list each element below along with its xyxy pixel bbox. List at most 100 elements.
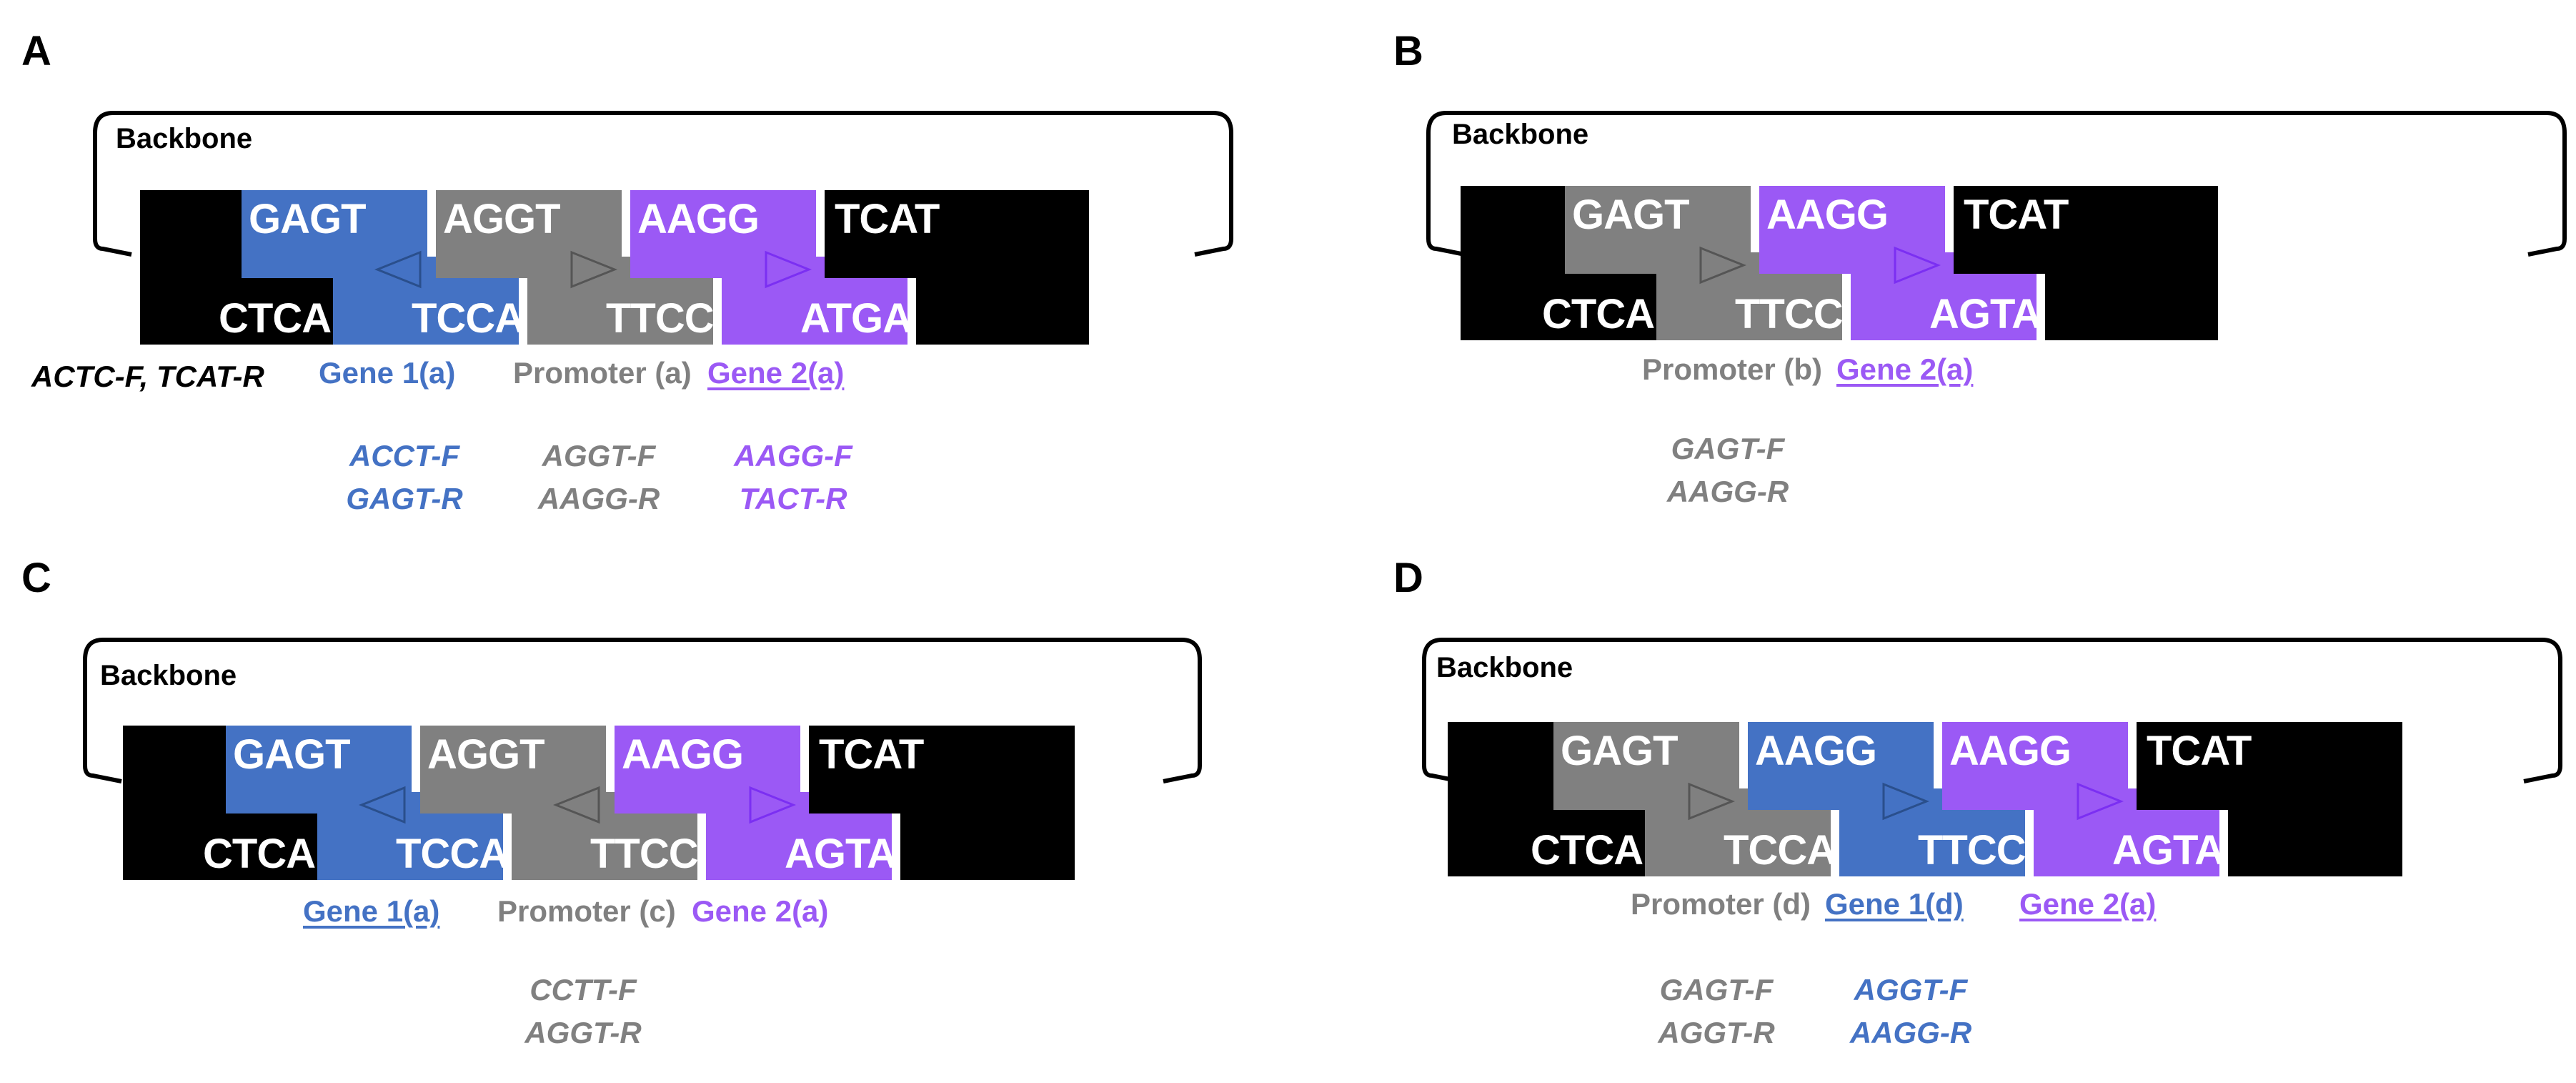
- overhang-bottom: AGTA: [1929, 291, 2042, 337]
- part-shape: [615, 726, 892, 880]
- overhang-bottom: AGTA: [785, 831, 897, 877]
- primer-name: AGGT-R: [1658, 1016, 1775, 1049]
- primer-name: GAGT-F: [1659, 973, 1774, 1007]
- overhang-top: GAGT: [249, 196, 367, 242]
- part-label: Promoter (d): [1631, 887, 1811, 921]
- part-shape: [436, 190, 713, 345]
- part-label: Gene 2(a): [707, 356, 845, 390]
- backbone-label: Backbone: [116, 123, 253, 154]
- overhang-bottom: TTCC: [1918, 827, 2027, 874]
- primer-pair: CCTT-F AGGT-R: [504, 969, 662, 1054]
- overhang-bottom: CTCA: [1542, 291, 1655, 337]
- primer-name: GAGT-R: [346, 482, 463, 515]
- overhang-bottom: TTCC: [590, 831, 699, 877]
- overhang-bottom: CTCA: [203, 831, 316, 877]
- panel-letter: A: [21, 28, 51, 74]
- primer-pair: AGGT-F AAGG-R: [520, 435, 677, 520]
- part-shape: [809, 726, 1075, 880]
- arrow-left-icon: [358, 786, 406, 824]
- arrow-right-icon: [2077, 782, 2124, 821]
- primer-name: AGGT-F: [542, 439, 656, 473]
- arrow-right-icon: [1688, 782, 1736, 821]
- part-label: Gene 1(d): [1825, 887, 1964, 921]
- backbone-outline: [1422, 638, 2562, 783]
- primer-pair: AAGG-F TACT-R: [715, 435, 872, 520]
- backbone-label: Backbone: [1436, 652, 1573, 683]
- backbone-outline: [93, 111, 1233, 257]
- arrow-left-icon: [552, 786, 600, 824]
- panel-letter: C: [21, 555, 51, 601]
- part-label: Gene 2(a): [2019, 887, 2157, 921]
- overhang-top: AAGG: [637, 196, 760, 242]
- overhang-top: AAGG: [1949, 728, 2072, 774]
- overhang-bottom: AGTA: [2112, 827, 2224, 874]
- primer-name: CCTT-F: [529, 973, 637, 1007]
- overhang-top: AGGT: [443, 196, 561, 242]
- part-shape: [2137, 722, 2402, 876]
- backbone-label: Backbone: [100, 660, 237, 691]
- part-label: Promoter (a): [513, 356, 692, 390]
- overhang-top: GAGT: [1561, 728, 1679, 774]
- overhang-top: GAGT: [233, 731, 351, 778]
- overhang-bottom: TTCC: [606, 295, 715, 342]
- arrow-right-icon: [1882, 782, 1930, 821]
- overhang-top: TCAT: [819, 731, 924, 778]
- overhang-bottom: CTCA: [1531, 827, 1643, 874]
- part-shape: [226, 726, 503, 880]
- part-shape: [1565, 186, 1842, 340]
- primer-name: AAGG-R: [537, 482, 660, 515]
- part-label: Promoter (b): [1642, 352, 1822, 386]
- primer-pair: ACCT-F GAGT-R: [326, 435, 483, 520]
- overhang-top: TCAT: [1964, 192, 2069, 238]
- overhang-top: AGGT: [427, 731, 545, 778]
- part-shape: [1748, 722, 2025, 876]
- part-shape: [825, 190, 1089, 345]
- overhang-top: AAGG: [1766, 192, 1889, 238]
- part-shape: [1942, 722, 2219, 876]
- part-label: Gene 2(a): [1836, 352, 1974, 386]
- part-shape: [1553, 722, 1831, 876]
- part-shape: [1954, 186, 2218, 340]
- primer-name: AAGG-F: [734, 439, 852, 473]
- overhang-bottom: TCCA: [396, 831, 509, 877]
- arrow-right-icon: [1894, 246, 1941, 285]
- arrow-right-icon: [1699, 246, 1747, 285]
- overhang-top: TCAT: [835, 196, 940, 242]
- overhang-top: GAGT: [1572, 192, 1690, 238]
- part-shape: [242, 190, 519, 345]
- overhang-bottom: CTCA: [219, 295, 332, 342]
- part-label: Promoter (c): [497, 894, 676, 928]
- arrow-right-icon: [749, 786, 797, 824]
- primer-name: AAGG-R: [1666, 475, 1789, 508]
- part-label: Gene 1(a): [303, 894, 440, 928]
- part-shape: [420, 726, 697, 880]
- arrow-right-icon: [765, 250, 812, 289]
- overhang-bottom: TCCA: [412, 295, 524, 342]
- part-label: Gene 1(a): [319, 356, 456, 390]
- overhang-bottom: TTCC: [1735, 291, 1844, 337]
- primer-pair: GAGT-F AGGT-R: [1638, 969, 1795, 1054]
- arrow-left-icon: [374, 250, 422, 289]
- panel-letter: D: [1393, 555, 1423, 601]
- overhang-bottom: ATGA: [800, 295, 912, 342]
- overhang-top: TCAT: [2147, 728, 2252, 774]
- backbone-label: Backbone: [1452, 119, 1589, 150]
- primer-name: TACT-R: [739, 482, 847, 515]
- panel-letter: B: [1393, 28, 1423, 74]
- part-shape: [1759, 186, 2037, 340]
- arrow-right-icon: [570, 250, 618, 289]
- overhang-top: AAGG: [622, 731, 744, 778]
- primer-name: ACCT-F: [349, 439, 459, 473]
- primer-pair: GAGT-F AAGG-R: [1649, 427, 1806, 513]
- part-shape: [630, 190, 907, 345]
- primer-name: AGGT-R: [524, 1016, 642, 1049]
- primer-name: AAGG-R: [1849, 1016, 1972, 1049]
- backbone-outline: [83, 638, 1202, 783]
- primer-name: GAGT-F: [1671, 432, 1785, 465]
- backbone-primers: ACTC-F, TCAT-R: [31, 360, 264, 393]
